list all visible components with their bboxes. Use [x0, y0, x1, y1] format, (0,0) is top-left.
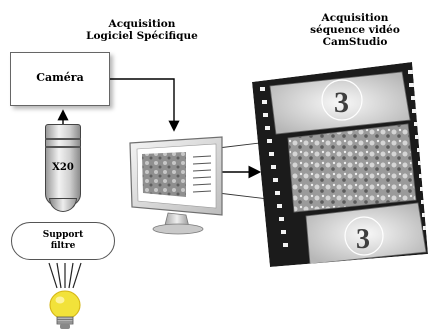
camera-label: Caméra — [36, 71, 84, 84]
sequence-title-line-3: CamStudio — [322, 36, 388, 48]
objective-magnification-label: X20 — [52, 162, 74, 173]
support-filter-box: Support filtre — [11, 222, 115, 260]
camera-to-computer-arrow — [110, 78, 180, 132]
bottom-countdown-digit: 3 — [356, 224, 370, 255]
objective-ring-upper — [45, 138, 81, 140]
computer-monitor-icon — [129, 136, 223, 235]
support-label-line-1: Support — [42, 230, 84, 240]
sequence-title-line-2: séquence vidéo — [310, 24, 400, 36]
support-label-line-2: filtre — [50, 241, 76, 251]
camera-box: Caméra — [10, 52, 110, 106]
software-title-line-1: Acquisition — [108, 18, 176, 30]
light-bulb-icon — [48, 262, 82, 329]
sequence-acquisition-title: Acquisition séquence vidéo CamStudio — [300, 12, 410, 48]
software-acquisition-title: Acquisition Logiciel Spécifique — [82, 18, 202, 42]
software-title-line-2: Logiciel Spécifique — [86, 30, 198, 42]
support-filter-label: Support filtre — [12, 230, 114, 252]
top-countdown-digit: 3 — [334, 86, 349, 119]
sequence-title-line-1: Acquisition — [321, 12, 389, 24]
film-strip-icon: 3 3 — [252, 62, 428, 267]
objective-ring-lower — [45, 146, 81, 148]
